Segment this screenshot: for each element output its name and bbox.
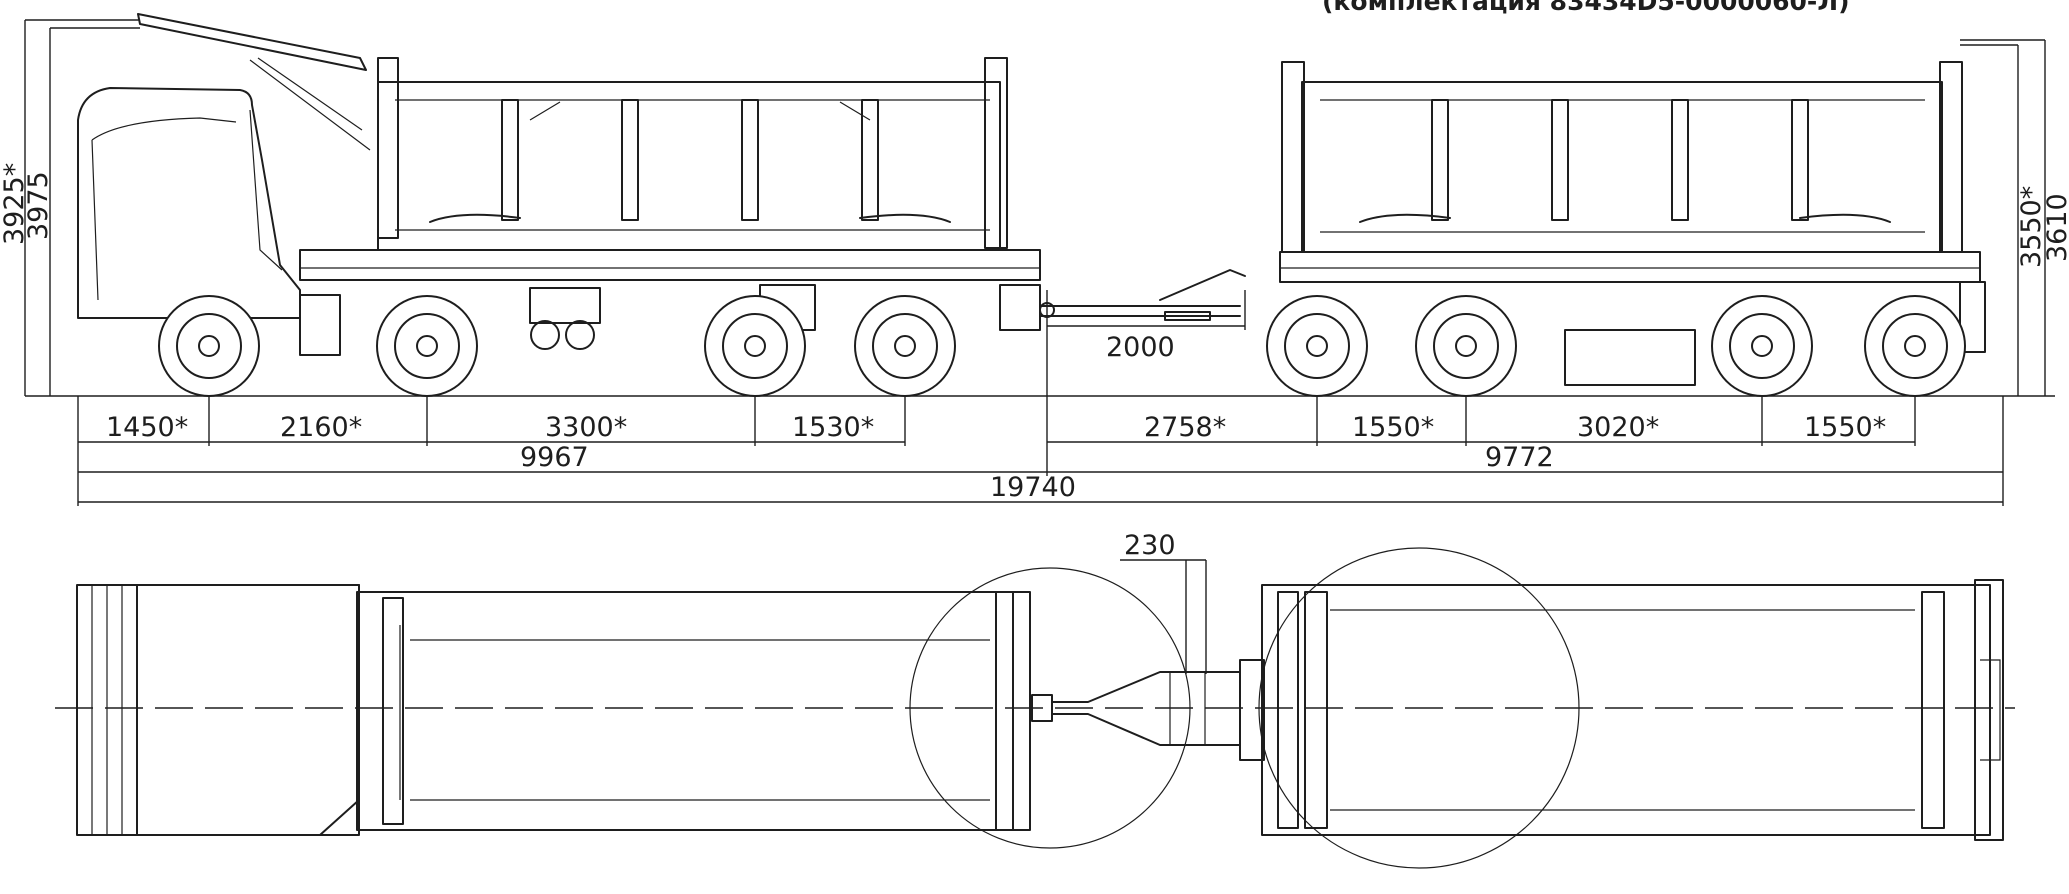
dim-trailer-height-loaded: 3550* xyxy=(2016,186,2047,268)
top-view: 230 xyxy=(55,530,2015,869)
dim-trailer-axle-3: 1550* xyxy=(1804,412,1886,443)
dim-trailer-axle-1: 1550* xyxy=(1352,412,1434,443)
dim-total-length: 19740 xyxy=(990,472,1076,503)
dim-drawbar-length: 2000 xyxy=(1106,332,1175,363)
trailer-wheels xyxy=(1266,295,1966,397)
dim-truck-height: 3975 xyxy=(23,171,54,240)
dim-truck-wheelbase-2: 3300* xyxy=(545,412,627,443)
drawbar-side-view xyxy=(1039,269,1246,321)
trailer-turn-circle xyxy=(1258,547,1580,869)
height-dimensions: 3925* 3975 3550* 3610 xyxy=(0,19,2069,396)
dim-truck-wheelbase-3: 1530* xyxy=(792,412,874,443)
dim-truck-length: 9967 xyxy=(520,442,589,473)
dim-coupling-gap: 230 xyxy=(1124,530,1176,561)
length-dimensions: 1450* 2160* 3300* 1530* 2758* 1550* 3020… xyxy=(77,290,2004,506)
dim-truck-wheelbase-1: 2160* xyxy=(280,412,362,443)
dim-trailer-front: 2758* xyxy=(1144,412,1226,443)
dim-truck-front-overhang: 1450* xyxy=(106,412,188,443)
truck-side-view xyxy=(77,13,1041,397)
dim-truck-height-loaded: 3925* xyxy=(0,163,30,245)
dim-trailer-axle-2: 3020* xyxy=(1577,412,1659,443)
truck-turn-circle xyxy=(909,567,1191,849)
configuration-title: (комплектация 83434D5-0000060-Л) xyxy=(1322,0,1850,16)
truck-wheels xyxy=(158,295,956,397)
trailer-side-view xyxy=(1266,61,1986,397)
dim-trailer-height: 3610 xyxy=(2042,193,2069,262)
dim-trailer-length: 9772 xyxy=(1485,442,1554,473)
